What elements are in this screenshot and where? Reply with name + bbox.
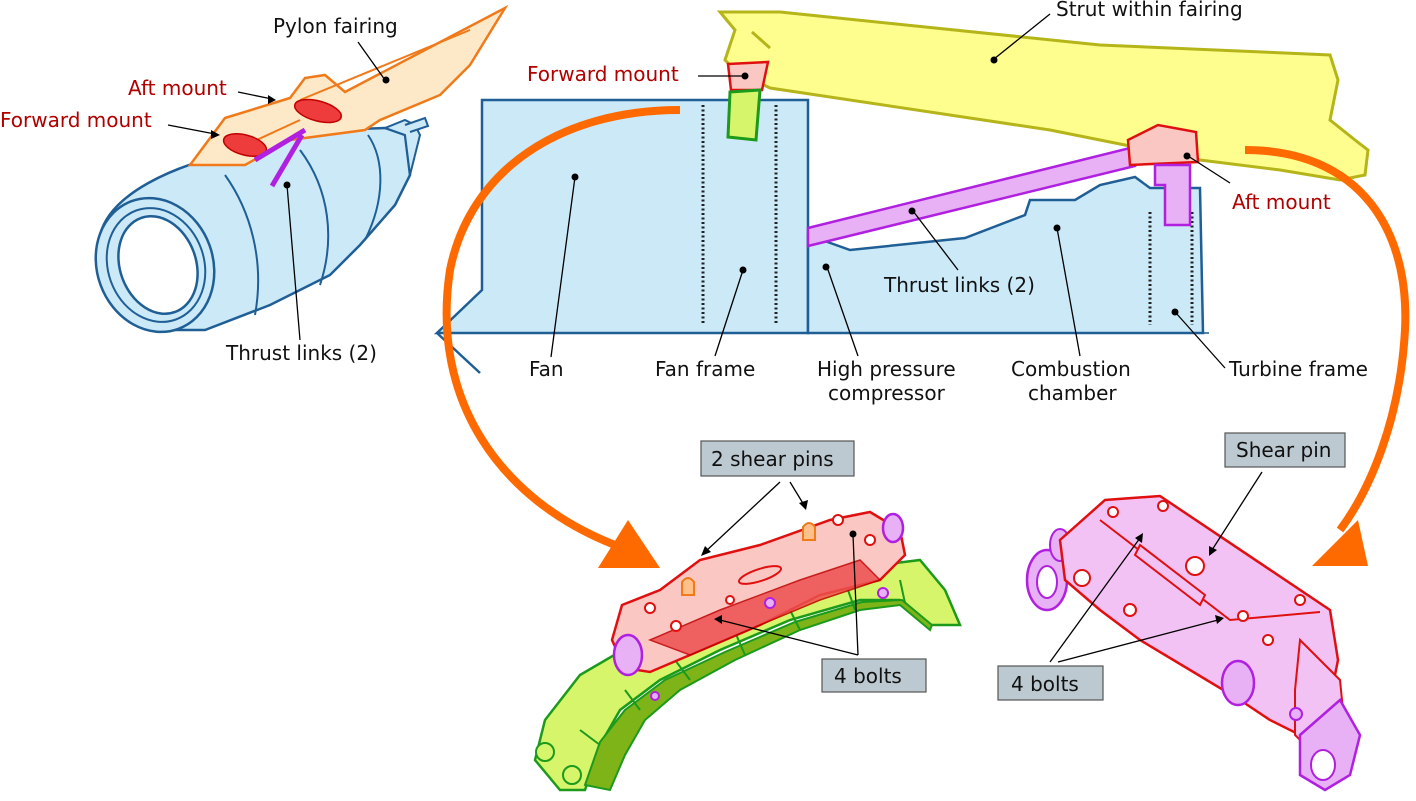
callout-arrows [442,106,1410,568]
frame-lug [562,765,582,785]
label-thrust-links-center: Thrust links (2) [883,273,1035,297]
link-eye-inner [1310,749,1336,781]
label-turbine-frame: Turbine frame [1228,357,1368,381]
bolt-head [650,691,660,701]
exhaust-tail [404,116,430,133]
label-box-four-bolts-right [997,665,1104,701]
centerline-stub [436,332,481,374]
label-pylon-fairing: Pylon fairing [273,14,398,38]
forward-mount-detail [533,510,962,792]
aft-mount-mark [293,98,343,124]
nacelle-panel-line [299,149,330,286]
aft-mount-block [1126,123,1200,167]
core-section [806,175,1205,335]
bolt-head [877,587,889,599]
pylon-fairing-line [299,29,471,101]
label-shear-pin: Shear pin [1236,438,1331,462]
label-four-bolts-right: 4 bolts [1011,672,1079,696]
aft-mount-lug [1153,163,1192,227]
intake-ring [105,207,207,323]
thrust-link-bar [253,127,307,188]
shear-pin [681,577,695,596]
label-box-two-shear-pins [700,440,855,477]
engine-side-section [433,10,1370,374]
strut-notch [751,30,771,50]
arrow-forward-mount-detail [442,106,681,549]
nacelle-panel-line [224,174,260,316]
label-combustion-line1: Combustion [1011,357,1131,381]
plate-holes [1073,500,1306,646]
mount-holes [644,514,876,632]
bottom-left-callouts: 2 shear pins 4 bolts [700,440,927,693]
top-left-labels: Pylon fairing Aft mount Forward mount Th… [0,14,398,365]
frame-lug [535,742,555,762]
bottom-right-callouts: Shear pin 4 bolts [997,432,1346,701]
engine-perspective-illustration [94,4,509,334]
label-hpc-line1: High pressure [817,357,956,381]
label-box-four-bolts-left [821,658,927,693]
aft-mount-detail [1025,494,1362,792]
arrow-head-right [1312,520,1368,566]
forward-mount-web [647,559,882,656]
label-four-bolts-left: 4 bolts [834,664,902,688]
label-aft-mount-left: Aft mount [128,76,227,100]
link-eye [1220,659,1256,707]
mount-slot [737,565,783,585]
label-thrust-links-left: Thrust links (2) [225,341,377,365]
shear-pin [802,522,816,541]
link-eye-inner [1036,565,1058,599]
label-forward-mount-left: Forward mount [0,108,152,132]
label-two-shear-pins: 2 shear pins [711,447,834,471]
aft-mount-plate [1058,494,1340,737]
bolt-head [764,597,776,609]
label-strut-within-fairing: Strut within fairing [1056,0,1243,21]
label-fan: Fan [529,357,564,381]
bolt-head [1289,707,1303,721]
label-hpc-line2: compressor [828,381,946,405]
frame-ribs [579,579,906,746]
label-box-shear-pin [1224,432,1346,468]
nacelle-exhaust [382,118,422,176]
nacelle-panel-line [364,134,382,241]
label-combustion-line2: chamber [1028,381,1117,405]
label-aft-mount-right: Aft mount [1232,190,1331,214]
top-right-labels: Strut within fairing Forward mount Aft m… [527,0,1368,405]
label-fan-frame: Fan frame [655,357,755,381]
intake-inner [117,215,199,315]
aft-mount-slot [1133,543,1207,607]
arrow-head-left [598,520,660,568]
forward-mount-clevis [726,88,762,142]
arrow-aft-mount-detail [1244,146,1410,533]
bushing [881,512,905,544]
label-forward-mount-top: Forward mount [527,62,679,86]
bushing [612,633,644,677]
